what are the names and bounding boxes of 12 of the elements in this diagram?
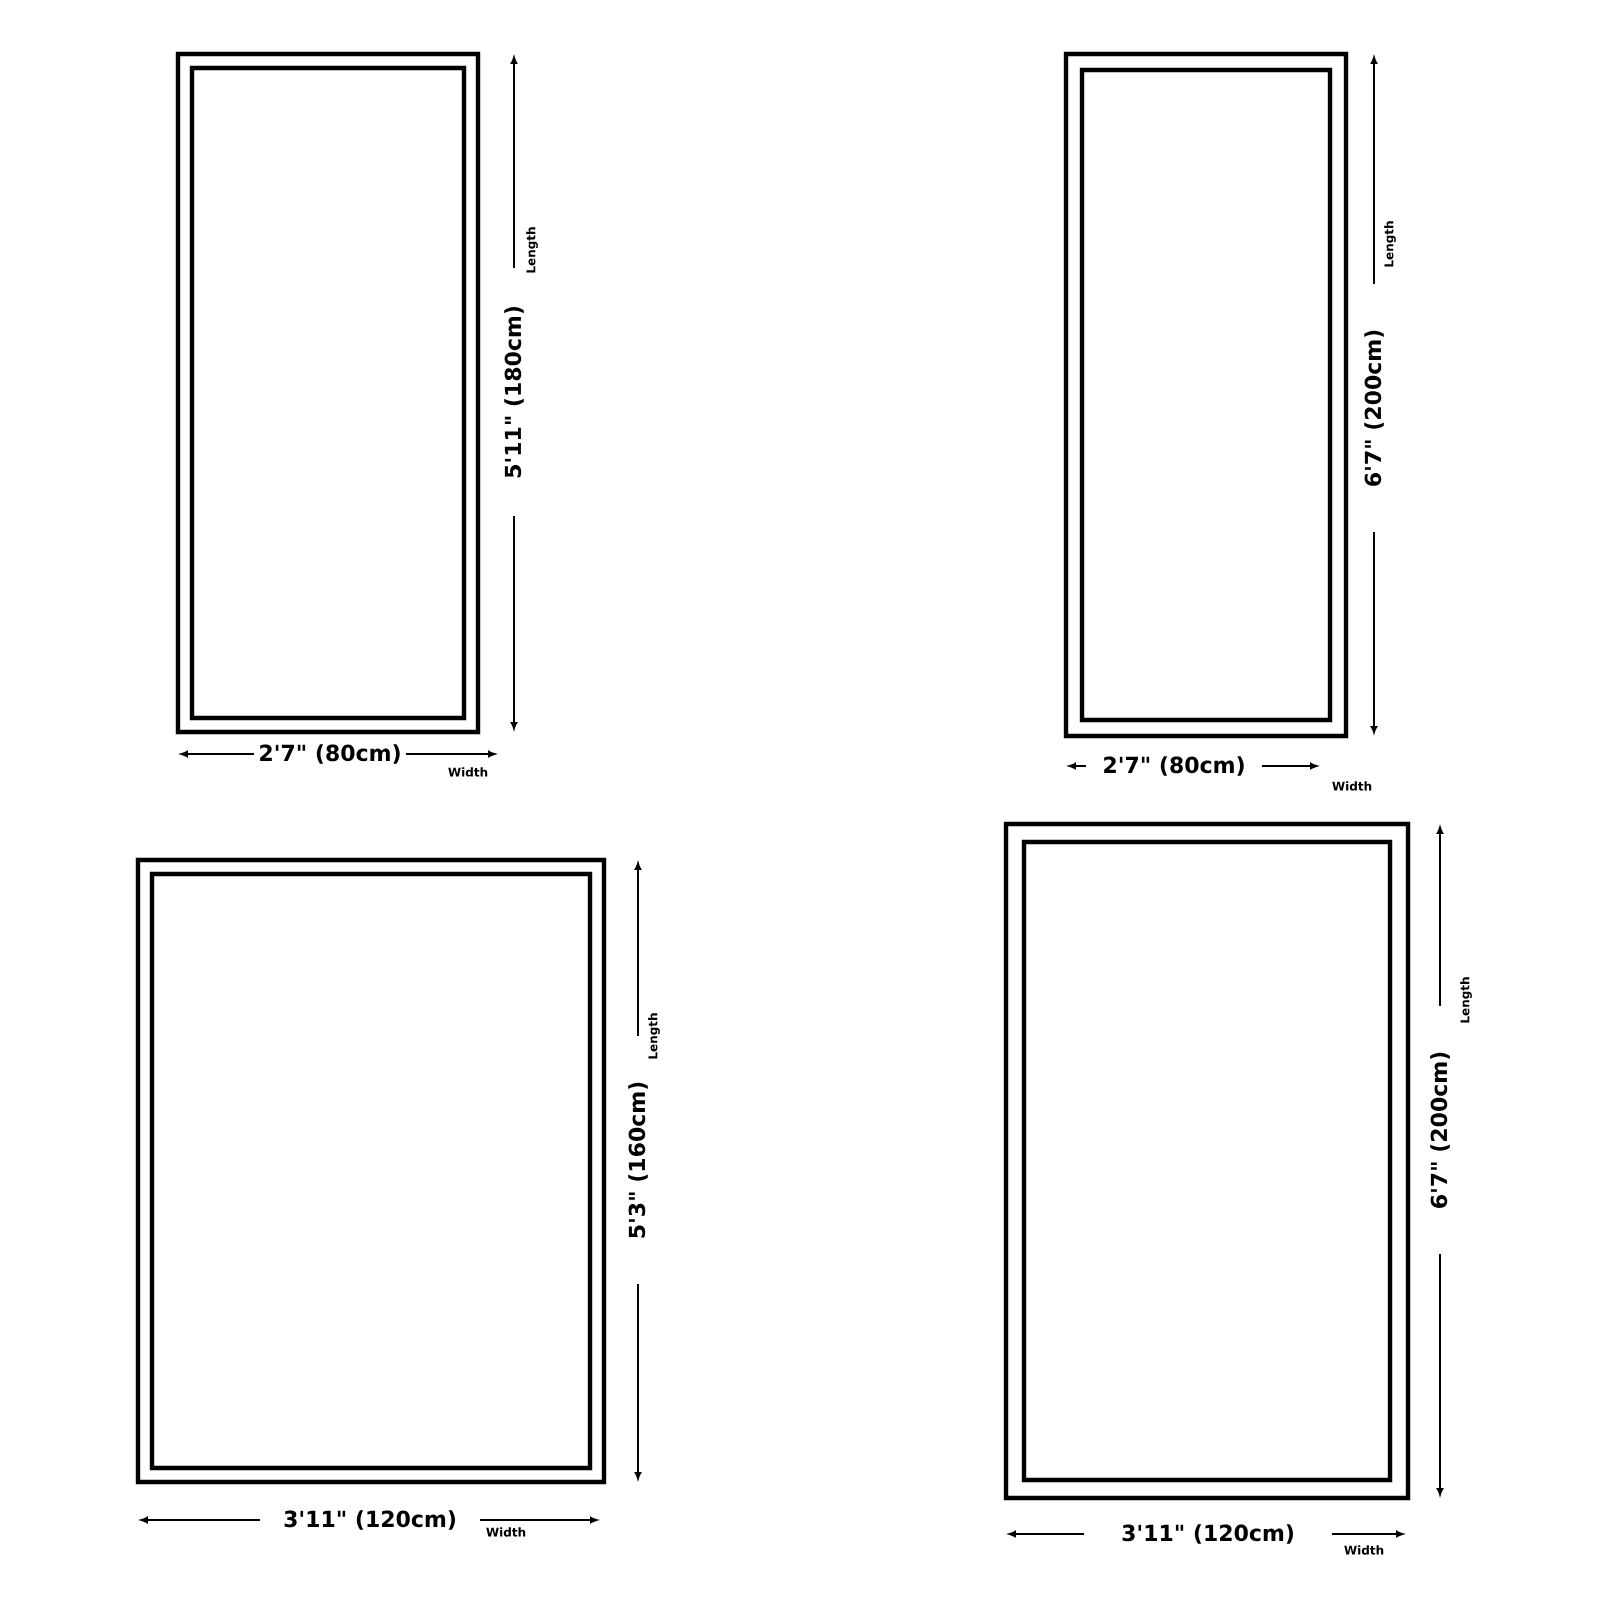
dimension-label: 6'7" (200cm): [1364, 330, 1384, 486]
dimension-label: 5'11" (180cm): [504, 306, 524, 478]
dimension-label: 3'11" (120cm): [284, 1510, 455, 1530]
rug-outline: [1003, 821, 1411, 1501]
dimension-label: 2'7" (80cm): [260, 744, 400, 764]
rug-outline: [1063, 51, 1349, 739]
rug-outline: [175, 51, 481, 735]
dimension-label: 3'11" (120cm): [1122, 1524, 1294, 1544]
dimension-label: 5'3" (160cm): [628, 1082, 648, 1238]
rug-outline: [135, 857, 607, 1485]
dimension-label: 6'7" (200cm): [1430, 1052, 1450, 1208]
dimension-label: 2'7" (80cm): [1104, 756, 1244, 776]
